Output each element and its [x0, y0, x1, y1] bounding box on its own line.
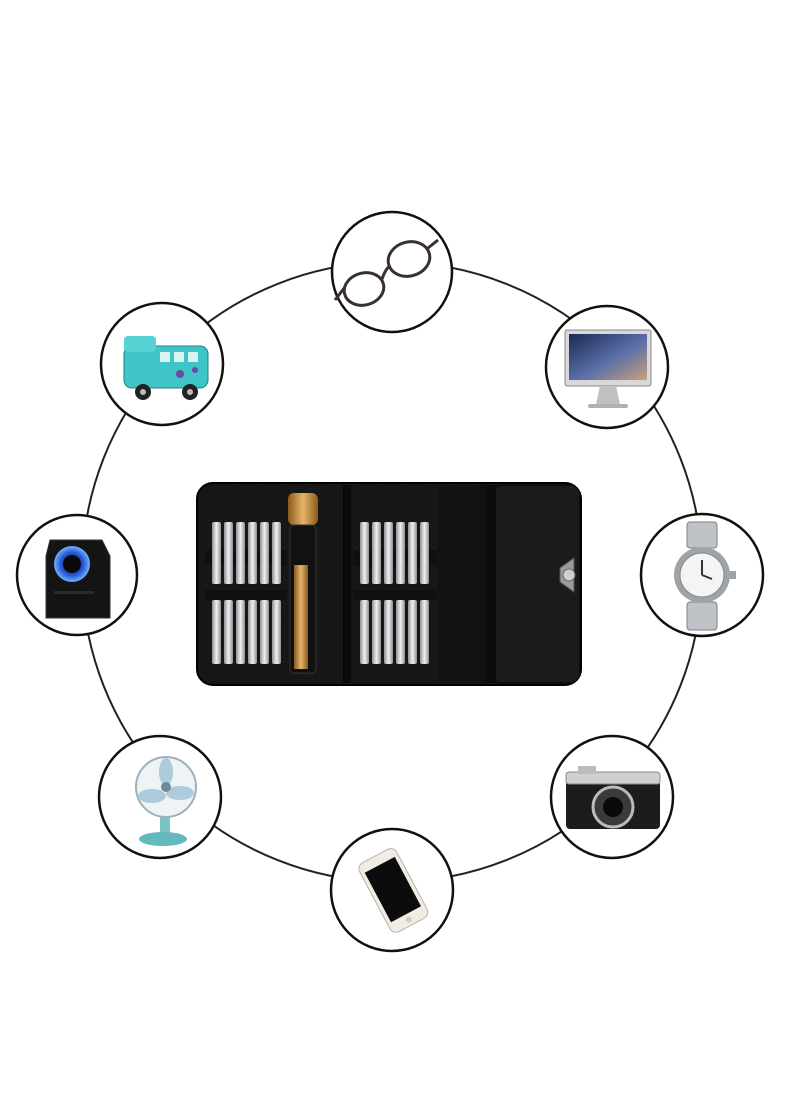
bit-group-top-right: [360, 522, 429, 584]
bit-group-bottom-left: [212, 600, 281, 664]
bit-group-bottom-right: [360, 600, 429, 664]
fan-icon: [97, 734, 223, 860]
monitor-icon: [544, 304, 670, 430]
watch-icon: [639, 512, 765, 638]
speaker-icon: [15, 513, 139, 637]
toy-bus-icon: [99, 301, 225, 427]
bit-group-top-left: [212, 522, 281, 584]
snap-button-icon: [559, 557, 576, 593]
screwdriver-case: [196, 482, 582, 686]
screwdriver-handle: [288, 493, 318, 674]
camera-icon: [549, 734, 675, 860]
eyeglasses-icon: [330, 210, 454, 334]
phone-icon: [329, 827, 455, 953]
